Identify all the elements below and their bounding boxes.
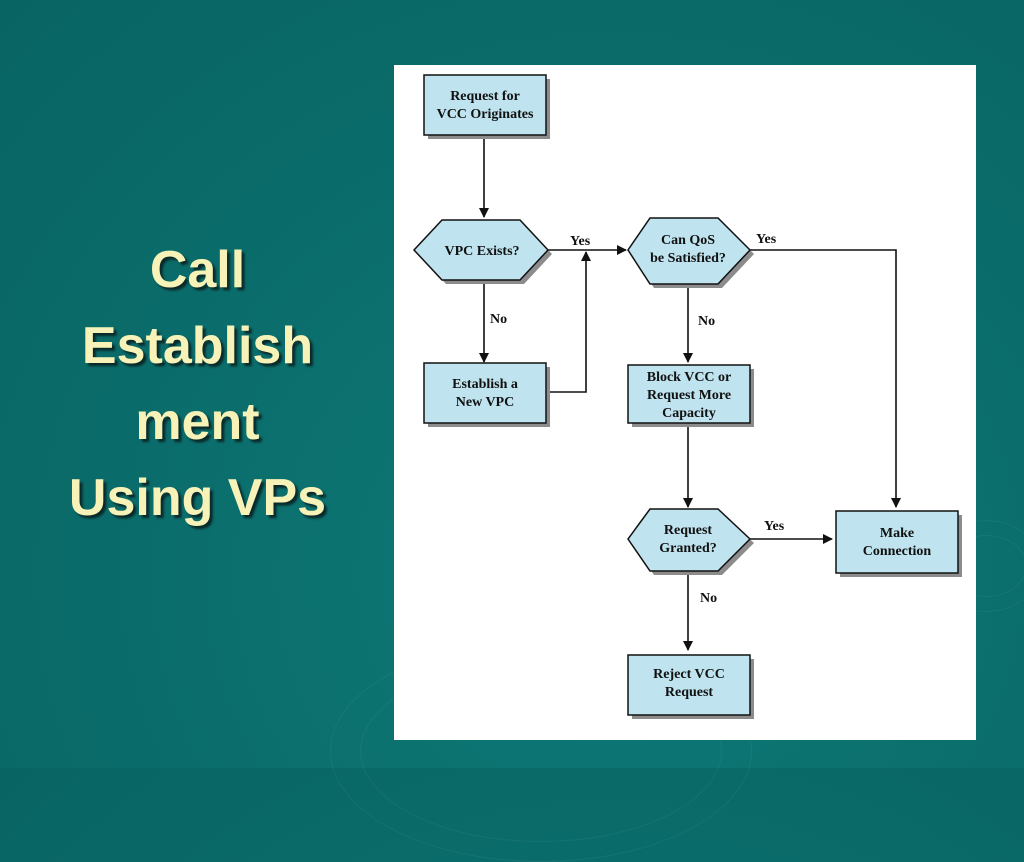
node-request-vcc-originates: Request for VCC Originates <box>423 74 550 139</box>
edge-establish-to-yes <box>546 251 591 393</box>
node-block-vcc: Block VCC or Request More Capacity <box>627 364 754 427</box>
flowchart-panel: Yes No Yes No Yes No Request for VCC Ori… <box>394 65 976 740</box>
title-line: Establish <box>81 317 314 375</box>
node-reject-vcc-request: Reject VCC Request <box>627 654 754 719</box>
node-establish-new-vpc: Establish a New VPC <box>423 362 550 427</box>
node-vpc-exists: VPC Exists? <box>412 219 552 284</box>
node-label: Make <box>880 526 914 541</box>
node-label: Granted? <box>659 541 717 556</box>
node-label: Block VCC or <box>647 370 732 385</box>
edge-label-granted-no: No <box>700 591 717 606</box>
edge-label-granted-yes: Yes <box>764 519 785 534</box>
node-label: VPC Exists? <box>444 244 519 259</box>
title-line: Using VPs <box>68 469 327 527</box>
edge-label-qos-no: No <box>698 314 715 329</box>
edge-qos-yes <box>750 249 901 508</box>
node-request-granted: Request Granted? <box>627 508 754 575</box>
edge-label-qos-yes: Yes <box>756 232 777 247</box>
slide-title: Call Establish ment Using VPs <box>20 232 375 536</box>
edge-label-vpc-no: No <box>490 312 507 327</box>
title-line: ment <box>135 393 260 451</box>
node-label: Request <box>665 685 714 700</box>
node-label: Capacity <box>662 406 716 421</box>
node-can-qos-be-satisfied: Can QoS be Satisfied? <box>627 217 754 288</box>
node-label: Request for <box>450 89 520 104</box>
node-label: VCC Originates <box>437 107 534 122</box>
node-label: Request More <box>647 388 731 403</box>
node-label: Can QoS <box>661 233 715 248</box>
node-label: Request <box>664 523 713 538</box>
edges <box>479 137 901 651</box>
node-make-connection: Make Connection <box>835 510 962 577</box>
title-line: Call <box>149 241 246 299</box>
node-label: New VPC <box>456 395 514 410</box>
node-label: Connection <box>863 544 932 559</box>
node-label: Reject VCC <box>653 667 725 682</box>
flowchart-diagram: Yes No Yes No Yes No Request for VCC Ori… <box>412 74 962 719</box>
node-label: Establish a <box>452 377 518 392</box>
edge-label-vpc-yes: Yes <box>570 234 591 249</box>
node-label: be Satisfied? <box>650 251 726 266</box>
